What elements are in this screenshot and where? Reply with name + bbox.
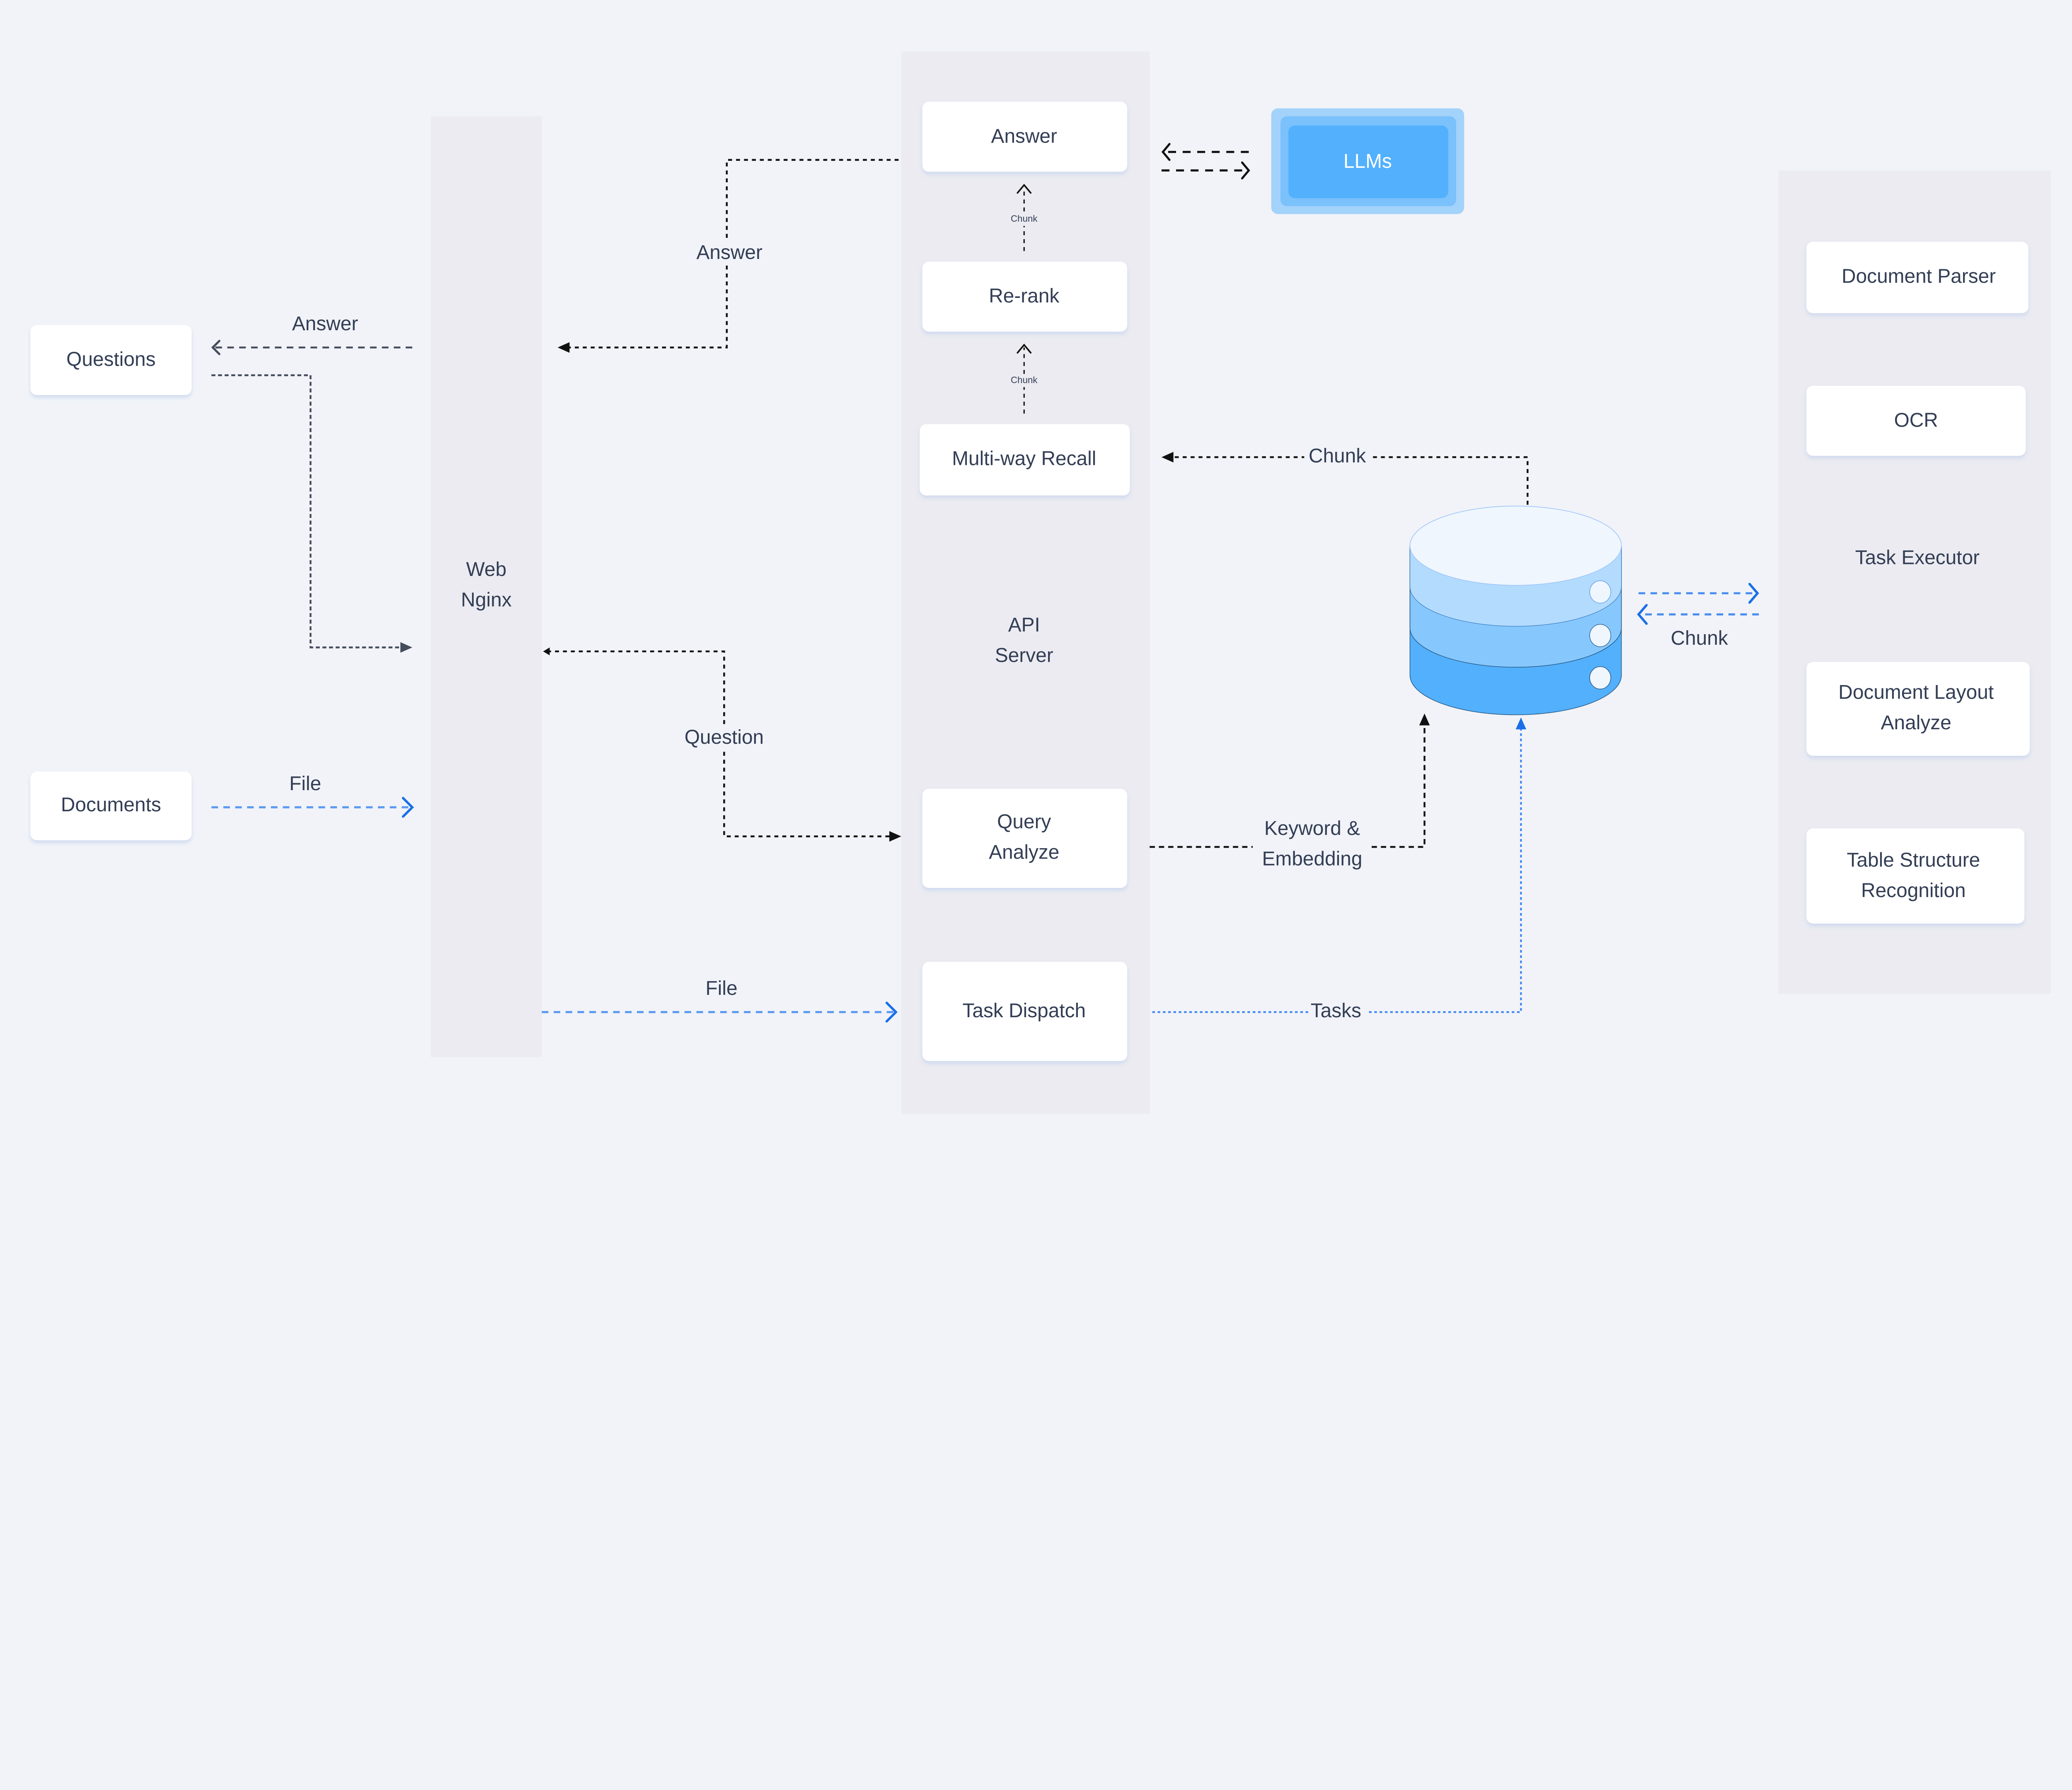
document-parser-node[interactable]: Document Parser — [1806, 242, 2028, 313]
multi-way-recall-label: Multi-way Recall — [952, 448, 1096, 469]
edge-question: Question — [543, 647, 901, 842]
task-dispatch-label: Task Dispatch — [962, 1000, 1086, 1022]
edge-label: Answer — [696, 242, 762, 264]
query-label: Query — [997, 811, 1051, 833]
recognition-label: Recognition — [1861, 880, 1966, 902]
llms-node[interactable]: LLMs — [1271, 108, 1464, 214]
nginx-label: Nginx — [461, 589, 511, 611]
documents-label: Documents — [61, 794, 161, 816]
edge-tasks: Tasks — [1152, 717, 1527, 1024]
edge-label: Chunk — [1671, 627, 1728, 649]
query-analyze-node[interactable]: Query Analyze — [922, 789, 1128, 888]
questions-node[interactable]: Questions — [30, 325, 192, 395]
analyze-label: Analyze — [1881, 712, 1951, 734]
document-layout-label: Document Layout — [1838, 682, 1994, 704]
rerank-label: Re-rank — [989, 285, 1059, 307]
document-parser-label: Document Parser — [1842, 265, 1996, 287]
edge-keyword-embedding: Keyword & Embedding — [1150, 713, 1430, 875]
edge-label: Chunk — [1011, 375, 1038, 385]
edge-question-to-nginx — [211, 374, 412, 653]
edge-answer-to-nginx: Answer — [557, 159, 899, 353]
edge-llm-exchange — [1161, 143, 1250, 180]
database-icon — [1409, 506, 1622, 715]
architecture-diagram: Web Nginx API Server Task Executor Quest… — [30, 51, 2030, 1114]
task-dispatch-node[interactable]: Task Dispatch — [922, 962, 1128, 1061]
edge-label: Answer — [292, 313, 358, 335]
api-label: API — [1008, 614, 1040, 636]
table-structure-recognition-node[interactable]: Table Structure Recognition — [1806, 828, 2025, 924]
edge-label: Embedding — [1262, 848, 1362, 870]
document-layout-analyze-node[interactable]: Document Layout Analyze — [1806, 662, 2030, 756]
edge-chunk-rerank-answer: Chunk — [1004, 184, 1044, 251]
api-server-column: API Server — [901, 51, 1150, 1114]
edge-chunk-recall-rerank: Chunk — [1004, 343, 1044, 414]
edge-label: Chunk — [1011, 213, 1038, 224]
answer-node[interactable]: Answer — [922, 102, 1128, 172]
edge-file-documents: File — [211, 773, 414, 818]
edge-chunk-db-executor: Chunk — [1637, 583, 1759, 649]
edge-label: Keyword & — [1264, 818, 1360, 839]
edge-label: Tasks — [1311, 1000, 1361, 1022]
answer-label: Answer — [991, 125, 1058, 147]
multi-way-recall-node[interactable]: Multi-way Recall — [920, 424, 1130, 496]
web-nginx-column: Web Nginx — [431, 116, 542, 1057]
table-structure-label: Table Structure — [1847, 849, 1980, 871]
edge-label: File — [289, 773, 321, 795]
edge-answer-to-questions: Answer — [211, 313, 412, 356]
questions-label: Questions — [66, 348, 155, 370]
edge-label: Chunk — [1309, 445, 1366, 467]
llms-label: LLMs — [1343, 150, 1392, 172]
web-label: Web — [466, 559, 506, 581]
analyze-label: Analyze — [989, 842, 1059, 864]
rerank-node[interactable]: Re-rank — [922, 261, 1128, 332]
ocr-label: OCR — [1894, 409, 1938, 431]
edge-file-dispatch: File — [542, 977, 898, 1023]
ocr-node[interactable]: OCR — [1806, 386, 2026, 456]
edge-label: File — [706, 977, 738, 999]
task-executor-label: Task Executor — [1855, 547, 1980, 568]
server-label: Server — [995, 644, 1053, 666]
documents-node[interactable]: Documents — [30, 772, 192, 841]
edge-chunk-db-recall: Chunk — [1161, 445, 1529, 505]
edge-label: Question — [685, 726, 764, 748]
